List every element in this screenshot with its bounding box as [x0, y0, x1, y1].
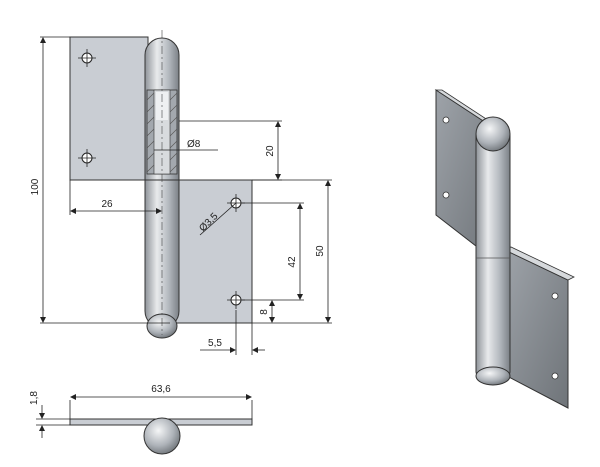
dim-hole-side-offset: 5,5 [208, 338, 222, 349]
dimension-lines: 100 26 Ø8 20 Ø3,5 50 42 8 5,5 [30, 36, 332, 355]
dim-leaf-width: 26 [101, 199, 113, 210]
iso-upper-hole-1 [442, 116, 450, 124]
upper-hole-top [78, 49, 96, 67]
front-view [69, 30, 253, 339]
bottom-view: 63,6 1,8 [29, 384, 253, 455]
dim-thickness: 1,8 [29, 391, 40, 405]
dim-hole-spacing: 42 [287, 256, 298, 268]
dim-offset-top: 20 [265, 145, 276, 157]
dim-hole-bottom-offset: 8 [259, 309, 270, 315]
dim-height-total: 100 [30, 178, 41, 195]
section-hatch [146, 92, 178, 173]
iso-pin [475, 131, 511, 377]
dim-pin-diameter: Ø8 [187, 139, 201, 150]
dim-overall-width: 63,6 [151, 384, 171, 395]
iso-pin-top-ball [475, 116, 511, 152]
isometric-view [434, 89, 575, 409]
iso-upper-hole-2 [442, 191, 450, 199]
iso-lower-hole-1 [551, 292, 559, 300]
bottom-view-pin [143, 417, 181, 455]
lower-hole-bottom [227, 291, 245, 309]
iso-pin-bottom-cap [475, 366, 511, 386]
iso-lower-hole-2 [551, 372, 559, 380]
dim-lower-leaf-height: 50 [315, 245, 326, 257]
upper-hole-bottom [78, 149, 96, 167]
